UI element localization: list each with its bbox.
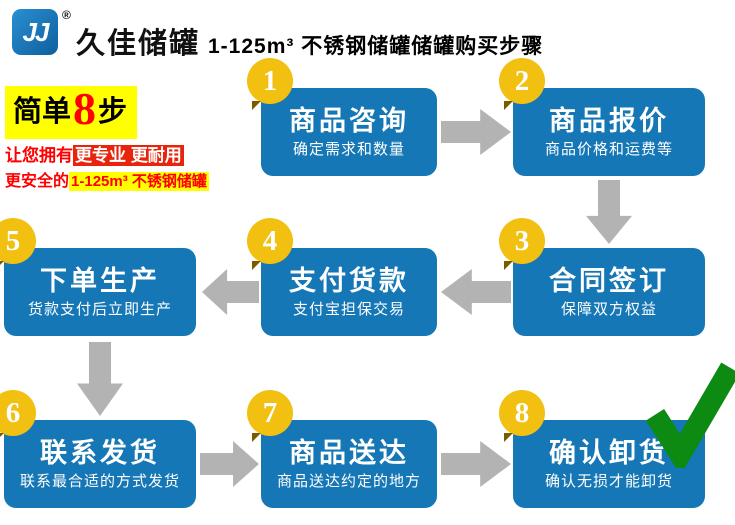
step-5-subtitle: 货款支付后立即生产 [27,300,172,318]
promo-line1-prefix: 简单 [13,96,72,128]
step-2-subtitle: 商品价格和运费等 [544,140,673,158]
page-title: 1-125m³ 不锈钢储罐储罐购买步骤 [208,35,544,58]
step-card-5: 5 下单生产 货款支付后立即生产 [0,218,196,336]
logo-letters: JJ [22,16,50,47]
step-3-number: 3 [514,224,530,257]
brand-name: 久佳储罐 [76,28,201,60]
promo-line1-suffix: 步 [98,96,128,128]
step-6-number: 6 [5,396,21,429]
step-3-title: 合同签订 [549,265,669,296]
step-card-7: 7 商品送达 商品送达约定的地方 [247,390,437,508]
step-3-number-badge: 3 [499,218,545,270]
step-6-title: 联系发货 [40,437,160,468]
promo-line2: 让您拥有更专业 更耐用 [5,145,215,167]
jj-logo-icon: JJ [12,9,58,55]
step-7-title: 商品送达 [289,437,409,468]
step-2-title: 商品报价 [549,105,669,136]
step-5-title: 下单生产 [40,265,160,296]
step-1-subtitle: 确定需求和数量 [292,140,405,158]
step-1-number: 1 [262,64,278,97]
promo-line2-prefix: 让您拥有 [5,146,73,165]
promo-line1-number: 8 [73,83,97,134]
step-card-1: 1 商品咨询 确定需求和数量 [247,58,437,176]
step-6-number-badge: 6 [0,390,36,442]
step-4-subtitle: 支付宝担保交易 [292,300,405,318]
step-card-3: 3 合同签订 保障双方权益 [499,218,705,336]
arrow-down-icon [77,342,123,416]
step-4-title: 支付货款 [289,265,409,296]
step-2-number: 2 [514,64,530,97]
step-7-subtitle: 商品送达约定的地方 [276,472,421,490]
step-4-number: 4 [262,224,278,257]
check-icon [646,362,735,468]
step-6-subtitle: 联系最合适的方式发货 [19,472,180,490]
arrow-right-icon [441,441,511,487]
step-8-number-badge: 8 [499,390,545,442]
step-7-number-badge: 7 [247,390,293,442]
step-card-2: 2 商品报价 商品价格和运费等 [499,58,705,176]
step-7-number: 7 [262,396,278,429]
step-card-4: 4 支付货款 支付宝担保交易 [247,218,437,336]
registered-mark: ® [62,8,71,22]
arrow-right-icon [441,109,511,155]
step-2-number-badge: 2 [499,58,545,110]
step-8-subtitle: 确认无损才能卸货 [544,472,673,490]
step-3-subtitle: 保障双方权益 [560,300,657,318]
arrow-left-icon [441,269,511,315]
step-4-number-badge: 4 [247,218,293,270]
promo-line1: 简单8步 [5,83,138,139]
step-5-number-badge: 5 [0,218,36,270]
promo-line3-highlight: 1-125m³ 不锈钢储罐 [69,172,209,191]
step-8-title: 确认卸货 [549,437,669,468]
arrow-down-icon [586,180,632,244]
step-8-number: 8 [514,396,530,429]
promo-line3-prefix: 更安全的 [5,173,70,190]
step-1-number-badge: 1 [247,58,293,110]
promo-line2-highlight: 更专业 更耐用 [73,145,184,166]
step-card-6: 6 联系发货 联系最合适的方式发货 [0,390,196,508]
arrow-left-icon [202,269,259,315]
step-1-title: 商品咨询 [289,105,409,136]
step-5-number: 5 [5,224,21,257]
arrow-right-icon [200,441,259,487]
